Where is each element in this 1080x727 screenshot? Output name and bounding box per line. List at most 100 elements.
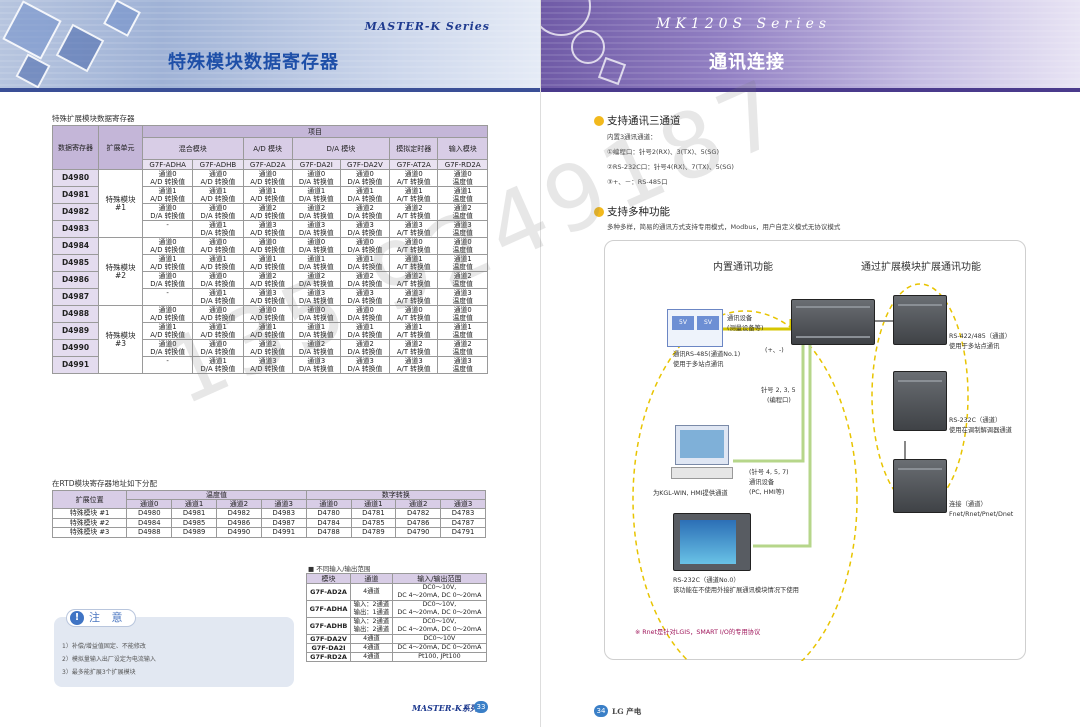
cell-line: A/T 转换值 [396, 280, 431, 288]
cell-line: 通道0 [158, 340, 177, 348]
cell-line: 通道1 [453, 255, 472, 263]
label: Fnet/Rnet/Pnet/Dnet [949, 511, 1014, 518]
cell-line: DC 4～20mA, DC 0～20mA [397, 609, 482, 616]
channel-header: 通道2 [395, 499, 442, 509]
cell-line: 通道1 [158, 323, 177, 331]
label: 连接（通道） [949, 501, 987, 508]
register-cell: D4989 [52, 322, 99, 340]
expansion-module-rs485 [893, 295, 947, 345]
cell-line: A/D 转换值 [250, 246, 286, 254]
diagram-heading: 内置通讯功能 [713, 262, 773, 273]
page-title: 通讯连接 [709, 52, 785, 73]
cell-line: 通道0 [208, 204, 227, 212]
table-cell: D4982 [216, 508, 262, 519]
cell-line: D/A 转换值 [200, 365, 236, 373]
left-page: MASTER-K Series 特殊模块数据寄存器 特殊扩展模块数据寄存器 数据… [0, 0, 540, 713]
cell-line: A/D 转换值 [200, 195, 236, 203]
cell-line: 通道0 [404, 306, 423, 314]
ring-graphic [571, 30, 605, 64]
cell-line: 通道3 [453, 357, 472, 365]
cell-line: 通道2 [404, 272, 423, 280]
channel-cell: 4通道 [350, 583, 393, 601]
unit-cell: 特殊模块#2 [98, 237, 143, 306]
plc-terminal [898, 468, 942, 470]
plc-terminal [898, 304, 942, 306]
cell-line: 通道2 [258, 204, 277, 212]
cell-line: D/A 转换值 [347, 229, 383, 237]
text-line: 多种多样，简易的通讯方式支持专用模式，Modbus，用户自定义模式无协议模式 [607, 223, 841, 231]
model-header: G7F-ADHA [141, 159, 194, 170]
cell-line: A/D 转换值 [250, 195, 286, 203]
cell-line: DC 4～20mA, DC 0～20mA [397, 644, 482, 651]
cell-line: A/D 转换值 [200, 263, 236, 271]
cell-line: A/D 转换值 [200, 331, 236, 339]
page-title: 特殊模块数据寄存器 [168, 52, 339, 73]
model-header: G7F-AD2A [242, 159, 293, 170]
cell-line: D/A 转换值 [347, 348, 383, 356]
cell-line: D/A 转换值 [347, 212, 383, 220]
cell-line: DC0～10V, [422, 601, 457, 608]
measuring-device: 5V SV [667, 309, 723, 347]
cell-line: 通道0 [258, 170, 277, 178]
channel-header: 通道0 [305, 499, 352, 509]
cell-line: A/T 转换值 [396, 365, 431, 373]
group-header: 数字转换 [305, 490, 487, 500]
cell-line: 通道0 [453, 238, 472, 246]
cell-line: 通道0 [208, 238, 227, 246]
cell-line: 输出：2通道 [353, 626, 390, 633]
cell-line: 通道0 [355, 238, 374, 246]
cell-line: 通道1 [258, 255, 277, 263]
cell-line: 通道1 [208, 255, 227, 263]
hmi-panel [673, 513, 751, 571]
channel-header: 通道1 [171, 499, 218, 509]
table-cell: D4991 [260, 527, 307, 538]
cell-line: D/A 转换值 [298, 297, 334, 305]
info-icon: ! [70, 611, 84, 625]
cell-line: A/D 转换值 [200, 246, 236, 254]
device-display: SV [697, 316, 719, 330]
cell-line: D/A 转换值 [298, 246, 334, 254]
channel-cell: 输入：2通道输出：2通道 [350, 617, 393, 635]
cell-line: D/A 转换值 [150, 212, 185, 220]
group-header: 模拟定时器 [389, 137, 439, 160]
text-line: ③+、－：RS-485口 [607, 178, 668, 186]
table-cell: D4986 [216, 517, 262, 528]
cell-line: 通道3 [307, 289, 326, 297]
footnote: ※ Rnet是针对LGIS，SMART I/O的专用协议 [635, 629, 761, 636]
cell-line: 通道0 [307, 238, 326, 246]
cell-line: 通道1 [307, 323, 326, 331]
cell-line: A/D 转换值 [150, 331, 185, 339]
cell-line: DC 4～20mA, DC 0～20mA [397, 592, 482, 599]
label: (针号 4, 5, 7) [749, 469, 789, 476]
table-cell: D4781 [350, 508, 397, 519]
cell-line: A/T 转换值 [396, 314, 431, 322]
cell-line: D/A 转换值 [347, 246, 383, 254]
group-header: D/A 模块 [291, 137, 391, 160]
cell-line: A/D 转换值 [250, 297, 286, 305]
range-cell: Pt100, JPt100 [391, 652, 488, 662]
range-cell: DC0～10V,DC 4～20mA, DC 0～20mA [391, 600, 488, 618]
builtin-ellipse [632, 310, 858, 661]
unit-line: 特殊模块 [105, 330, 136, 340]
table-cell: D4787 [440, 517, 486, 528]
plc-terminal [796, 306, 870, 308]
diagram-heading: 通过扩展模块扩展通讯功能 [861, 262, 981, 273]
cell-line: 通道1 [208, 357, 227, 365]
rs232-wire [753, 337, 812, 548]
model-header: G7F-DA2V [339, 159, 391, 170]
cell-line: D/A 转换值 [298, 348, 334, 356]
cell-line: D/A 转换值 [347, 297, 383, 305]
